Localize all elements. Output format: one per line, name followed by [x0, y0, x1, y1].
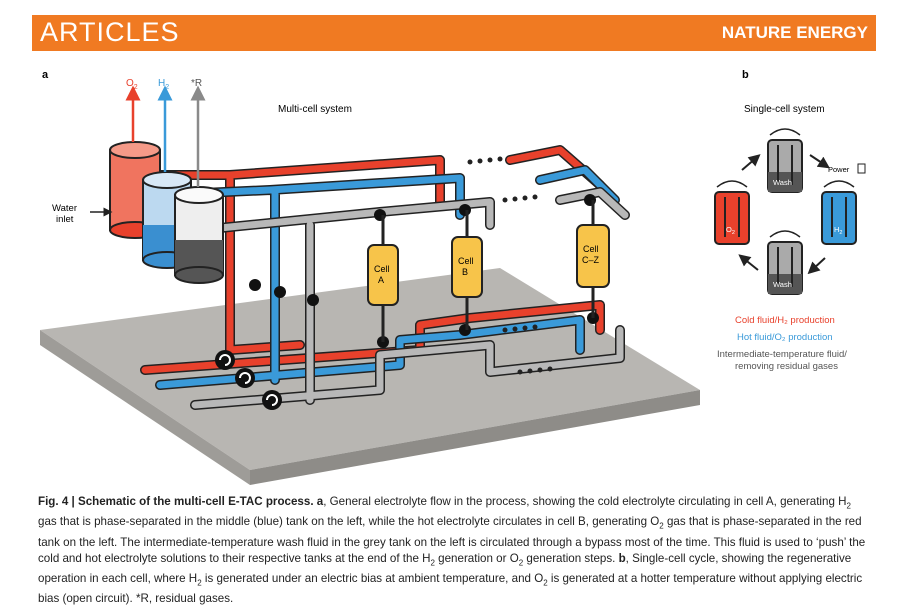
o2-outlet-label: O2: [126, 78, 138, 91]
pumps: [215, 350, 282, 410]
legend-intermediate-1: Intermediate-temperature fluid/: [717, 349, 847, 360]
svg-text:H2: H2: [834, 225, 842, 236]
residual-outlet-label: *R: [191, 78, 202, 89]
continuation-dots: [467, 156, 553, 375]
panel-b-label: b: [742, 69, 749, 81]
wash-cell-bottom: Wash: [767, 230, 803, 295]
cycle-arrows: [738, 154, 830, 275]
wash-cell-top: Wash: [767, 128, 803, 193]
svg-text:Power: Power: [828, 165, 850, 174]
legend-cold: Cold fluid/H₂ production: [735, 315, 835, 326]
legend-intermediate-2: removing residual gases: [735, 361, 838, 372]
svg-text:Wash: Wash: [773, 280, 792, 289]
figure-caption: Fig. 4 | Schematic of the multi-cell E-T…: [38, 495, 866, 606]
legend-hot: Hot fluid/O₂ production: [737, 332, 833, 343]
figure-4: a Multi-cell system: [40, 69, 866, 485]
grey-tank: [174, 186, 224, 284]
blue-pipes: [155, 165, 620, 390]
journal-name: NATURE ENERGY: [721, 23, 868, 42]
panel-a-title: Multi-cell system: [278, 104, 352, 115]
svg-text:Wash: Wash: [773, 178, 792, 187]
svg-text:O2: O2: [726, 225, 735, 236]
panel-b-title: Single-cell system: [744, 104, 825, 115]
panel-a-label: a: [42, 69, 49, 81]
h2-outlet-label: H2: [158, 78, 169, 91]
section-banner: ARTICLES NATURE ENERGY: [32, 15, 876, 51]
h2-cell: H2 Power: [821, 163, 866, 245]
section-title: ARTICLES: [40, 17, 180, 47]
o2-cell: O2: [714, 180, 750, 245]
grey-pipes: [190, 187, 630, 410]
red-pipes: [135, 145, 605, 375]
